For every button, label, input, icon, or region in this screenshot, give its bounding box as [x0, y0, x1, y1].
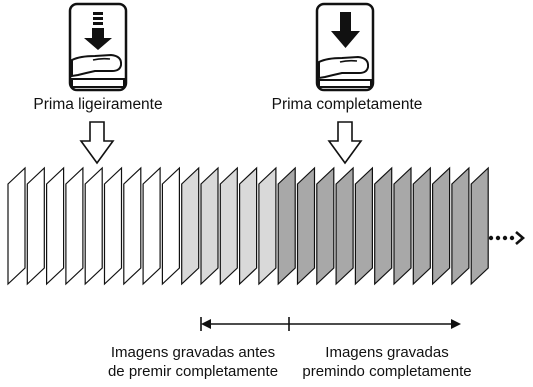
- frame-blank: [142, 166, 161, 286]
- frame-dark: [451, 166, 470, 286]
- frame-dark: [470, 166, 489, 286]
- frame-blank: [161, 166, 180, 286]
- half-press-shutter-icon: [68, 2, 128, 92]
- down-arrow-icon: [327, 121, 363, 165]
- frame-stack: [7, 166, 489, 286]
- down-arrow-icon: [79, 121, 115, 165]
- frame-blank: [26, 166, 45, 286]
- frame-dark: [354, 166, 373, 286]
- frame-blank: [45, 166, 65, 286]
- frame-light: [181, 166, 200, 286]
- caption-before-line-1: Imagens gravadas antes: [110, 344, 276, 361]
- frame-blank: [103, 166, 123, 286]
- caption-after-line-1: Imagens gravadas: [325, 344, 449, 361]
- recording-span-bracket: [200, 317, 461, 331]
- frame-light: [219, 166, 238, 286]
- frame-dark: [412, 166, 431, 286]
- frame-dark: [374, 166, 393, 286]
- frame-light: [239, 166, 258, 286]
- frame-blank: [123, 166, 142, 286]
- full-press-shutter-icon: [315, 2, 375, 92]
- half-press-label: Prima ligeiramente: [33, 96, 163, 113]
- caption-during-full-press: Imagens gravadas premindo completamente: [302, 343, 471, 381]
- caption-before-line-2: de premir completamente: [107, 363, 279, 380]
- caption-after-line-2: premindo completamente: [302, 363, 472, 380]
- frame-dark: [296, 166, 316, 286]
- frame-blank: [84, 166, 103, 286]
- frame-blank: [65, 166, 84, 286]
- caption-before-full-press: Imagens gravadas antes de premir complet…: [108, 343, 278, 381]
- frame-blank: [7, 166, 26, 286]
- frame-dark: [277, 166, 296, 286]
- frame-dark: [335, 166, 354, 286]
- continuation-dotted-arrow: [488, 231, 525, 245]
- full-press-label: Prima completamente: [271, 96, 423, 113]
- frame-dark: [393, 166, 412, 286]
- frame-light: [258, 166, 277, 286]
- frame-dark: [316, 166, 335, 286]
- frame-light: [200, 166, 219, 286]
- frame-dark: [432, 166, 451, 286]
